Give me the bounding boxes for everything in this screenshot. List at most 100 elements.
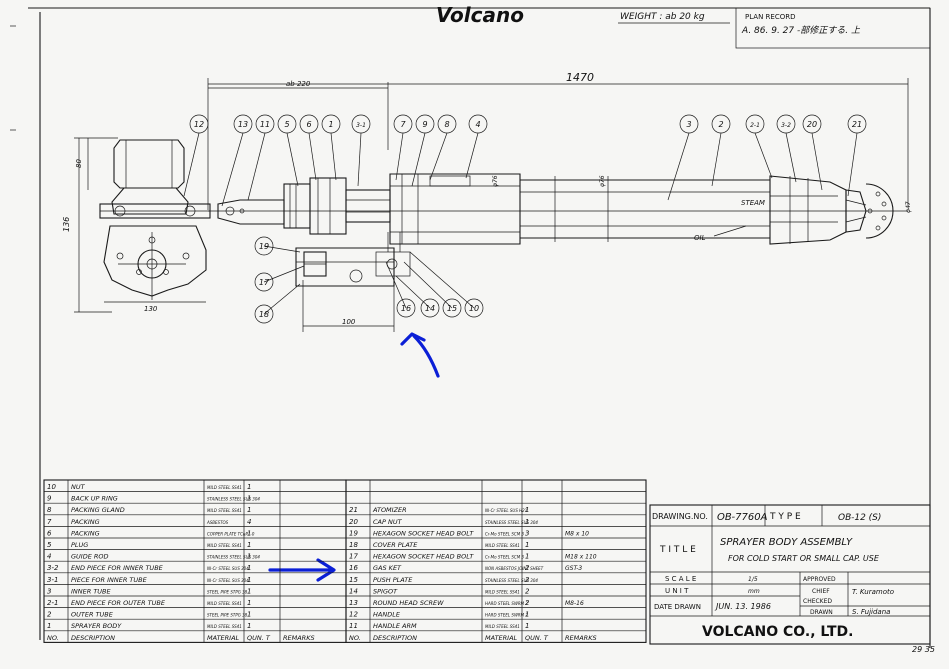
drawn-label: DRAWN (810, 609, 833, 616)
callout-16: 16 (385, 261, 416, 318)
svg-text:END PIECE FOR OUTER TUBE: END PIECE FOR OUTER TUBE (71, 599, 166, 607)
svg-text:21: 21 (349, 506, 358, 514)
svg-text:PUSH PLATE: PUSH PLATE (373, 576, 413, 584)
callout-1: 1 (321, 114, 341, 181)
svg-text:1: 1 (247, 529, 251, 537)
svg-text:1: 1 (247, 483, 251, 491)
drawing-no-value: OB-7760A (717, 512, 768, 523)
svg-text:14: 14 (349, 587, 358, 595)
svg-text:BACK UP RING: BACK UP RING (71, 495, 118, 503)
callout-3-2: 3-2 (776, 114, 797, 183)
callout-2-1: 2-1 (745, 114, 773, 179)
svg-text:10: 10 (47, 483, 56, 491)
scale-label: S C A L E (665, 575, 696, 583)
type-label: T Y P E (769, 512, 801, 522)
unit-label: U N I T (665, 587, 689, 595)
svg-text:NON ASBESTOS JOINT SHEET: NON ASBESTOS JOINT SHEET (485, 566, 544, 571)
callout-5: 5 (277, 114, 299, 187)
svg-text:2: 2 (718, 120, 723, 129)
svg-text:MILD STEEL SS41: MILD STEEL SS41 (207, 543, 242, 548)
svg-text:9: 9 (422, 120, 427, 129)
svg-text:PACKING GLAND: PACKING GLAND (71, 506, 125, 514)
svg-text:SPIGOT: SPIGOT (373, 587, 398, 595)
sprayer-body-view: STEAM OIL (208, 173, 908, 287)
callout-9: 9 (411, 114, 435, 187)
svg-text:STEEL PIPE STPG 38: STEEL PIPE STPG 38 (207, 589, 248, 594)
svg-text:STEEL PIPE STPG 38: STEEL PIPE STPG 38 (207, 613, 248, 618)
svg-text:1: 1 (247, 599, 251, 607)
title-line2: FOR COLD START OR SMALL CAP. USE (728, 554, 880, 563)
callout-6: 6 (299, 114, 319, 181)
dimension-lines: 1470 ab 220 136 80 130 100 φ76 φ76 φ47 (62, 71, 912, 332)
dim-top-height: 80 (75, 159, 83, 168)
svg-text:NUT: NUT (71, 483, 86, 491)
callout-7: 7 (393, 114, 413, 181)
svg-text:MILD STEEL SS41: MILD STEEL SS41 (207, 601, 242, 606)
dim-overall-length: 1470 (566, 71, 594, 84)
svg-text:1: 1 (247, 611, 251, 619)
svg-text:2: 2 (47, 611, 52, 619)
svg-text:9: 9 (47, 495, 52, 503)
svg-text:12: 12 (194, 120, 204, 129)
svg-text:1: 1 (525, 553, 529, 561)
svg-text:2-1: 2-1 (750, 122, 760, 129)
logo: Volcano (436, 3, 524, 27)
svg-text:1: 1 (247, 541, 251, 549)
callout-8: 8 (429, 114, 457, 181)
svg-text:1: 1 (247, 587, 251, 595)
svg-text:END PIECE FOR INNER TUBE: END PIECE FOR INNER TUBE (71, 564, 164, 572)
svg-text:Cr-Mo STEEL SCM 3: Cr-Mo STEEL SCM 3 (485, 531, 524, 536)
svg-text:11: 11 (260, 120, 270, 129)
svg-text:17: 17 (349, 553, 358, 561)
dim-left-length: ab 220 (286, 80, 311, 88)
svg-text:1: 1 (247, 576, 251, 584)
svg-text:QUN. T: QUN. T (525, 634, 549, 642)
svg-text:MILD STEEL SS41: MILD STEEL SS41 (207, 624, 242, 629)
svg-text:MILD STEEL SS41: MILD STEEL SS41 (485, 589, 520, 594)
svg-text:STAINLESS STEEL SUS 304: STAINLESS STEEL SUS 304 (207, 555, 260, 560)
svg-text:ROUND HEAD SCREW: ROUND HEAD SCREW (373, 599, 444, 607)
label-steam: STEAM (741, 199, 765, 207)
svg-text:M18 x 110: M18 x 110 (565, 554, 597, 561)
corner-note: 29 35 (912, 645, 935, 654)
company-name: VOLCANO CO., LTD. (702, 624, 853, 640)
title-line1: SPRAYER BODY ASSEMBLY (720, 537, 853, 548)
svg-text:1: 1 (247, 564, 251, 572)
date-value: JUN. 13. 1986 (714, 602, 771, 611)
svg-text:ASBESTOS: ASBESTOS (206, 520, 229, 525)
svg-text:2: 2 (525, 576, 530, 584)
drawn-value: S. Fujidana (852, 608, 890, 616)
svg-text:HEXAGON SOCKET HEAD BOLT: HEXAGON SOCKET HEAD BOLT (373, 529, 474, 537)
svg-text:INNER TUBE: INNER TUBE (71, 587, 112, 595)
header: Volcano WEIGHT : ab 20 kg PLAN RECORD A.… (436, 3, 931, 49)
svg-text:PLUG: PLUG (71, 541, 88, 549)
svg-text:HANDLE: HANDLE (373, 611, 401, 619)
svg-text:REMARKS: REMARKS (283, 634, 315, 642)
svg-text:3: 3 (686, 120, 691, 129)
svg-text:ATOMIZER: ATOMIZER (372, 506, 407, 514)
svg-text:MATERIAL: MATERIAL (485, 634, 518, 642)
plan-record-label: PLAN RECORD (745, 13, 795, 21)
svg-text:1: 1 (328, 120, 333, 129)
svg-text:3: 3 (525, 529, 529, 537)
parts-list-left: 10 NUT MILD STEEL SS41 1 9 BACK UP RING STAINL… (43, 479, 347, 643)
svg-text:1: 1 (247, 553, 251, 561)
svg-text:STAINLESS STEEL SUS 304: STAINLESS STEEL SUS 304 (485, 578, 538, 583)
callout-19: 19 (254, 236, 301, 256)
svg-text:19: 19 (349, 529, 358, 537)
callout-4: 4 (465, 114, 488, 179)
svg-text:13: 13 (349, 599, 358, 607)
svg-text:1: 1 (525, 541, 529, 549)
